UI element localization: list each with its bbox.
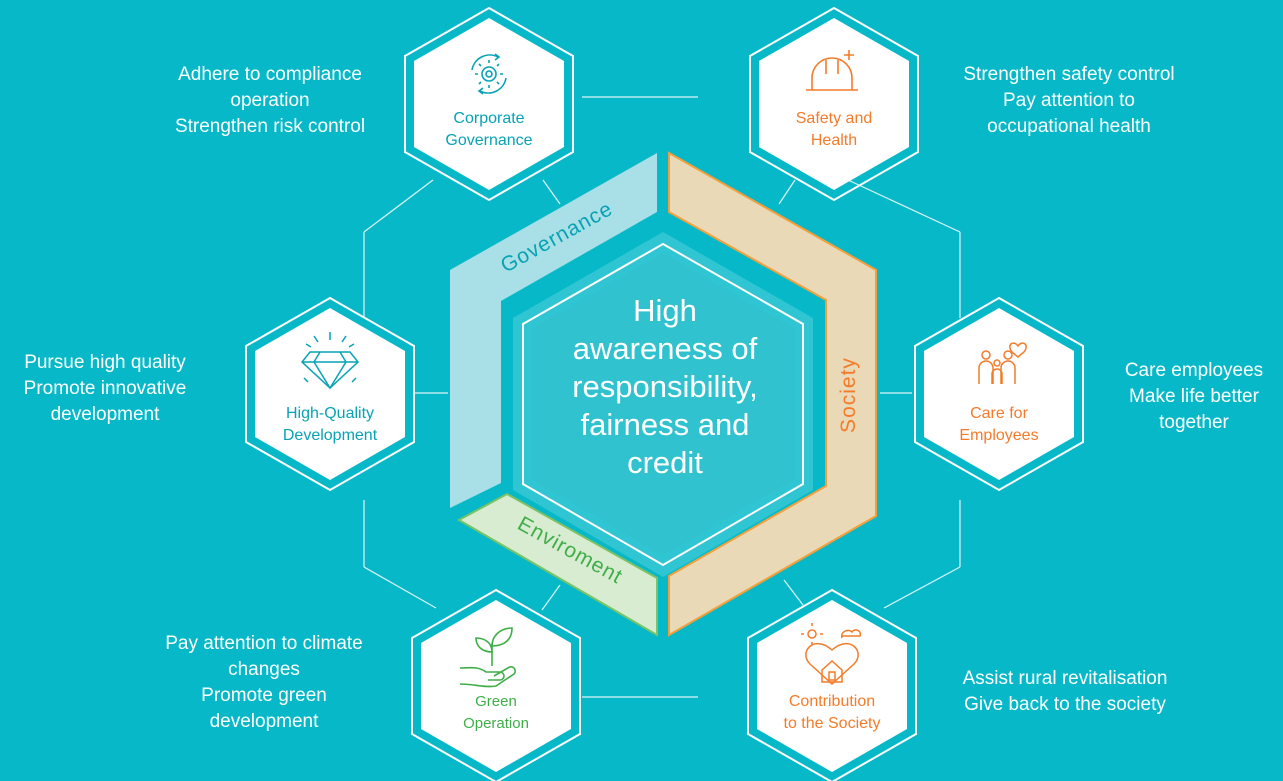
center-statement: High awareness of responsibility, fairne… — [572, 293, 758, 480]
node-label-corporate-governance: Corporate Governance — [445, 110, 533, 149]
hex-high-quality — [245, 296, 415, 492]
node-label-high-quality: High-Quality Development — [282, 405, 378, 444]
hex-corporate-governance — [404, 6, 574, 202]
description-corporate-governance: Adhere to compliance operation Strengthe… — [174, 64, 366, 137]
hex-care-employees — [914, 296, 1084, 492]
node-label-care-employees: Care for Employees — [959, 405, 1039, 444]
center-hexagon-inner — [531, 253, 795, 556]
node-label-contribution-society: Contribution to the Society — [783, 693, 881, 732]
node-label-green-operation: Green Operation — [463, 693, 529, 732]
hex-safety-health — [749, 6, 919, 202]
description-care-employees: Care employees Make life better together — [1124, 360, 1264, 433]
heart-house-icon — [801, 623, 862, 686]
family-heart-icon — [978, 342, 1027, 384]
description-high-quality: Pursue high quality Promote innovative d… — [23, 352, 187, 425]
plant-hand-icon — [459, 627, 517, 688]
environment-band — [456, 492, 658, 637]
governance-band — [450, 153, 657, 508]
description-green-operation: Pay attention to climate changes Promote… — [165, 633, 363, 732]
connector-lines — [363, 96, 961, 698]
hard-hat-icon — [806, 50, 858, 91]
society-label: Society — [837, 357, 860, 433]
center-hexagon-border — [522, 242, 804, 567]
node-label-safety-health: Safety and Health — [795, 110, 873, 149]
node-hexes — [245, 6, 1084, 781]
society-band — [668, 151, 877, 637]
diamond-icon — [300, 332, 360, 390]
hex-contribution-society — [747, 588, 917, 781]
gear-cycle-icon — [471, 53, 507, 95]
description-safety-health: Strengthen safety control Pay attention … — [963, 64, 1175, 137]
description-contribution-society: Assist rural revitalisation Give back to… — [962, 668, 1168, 715]
